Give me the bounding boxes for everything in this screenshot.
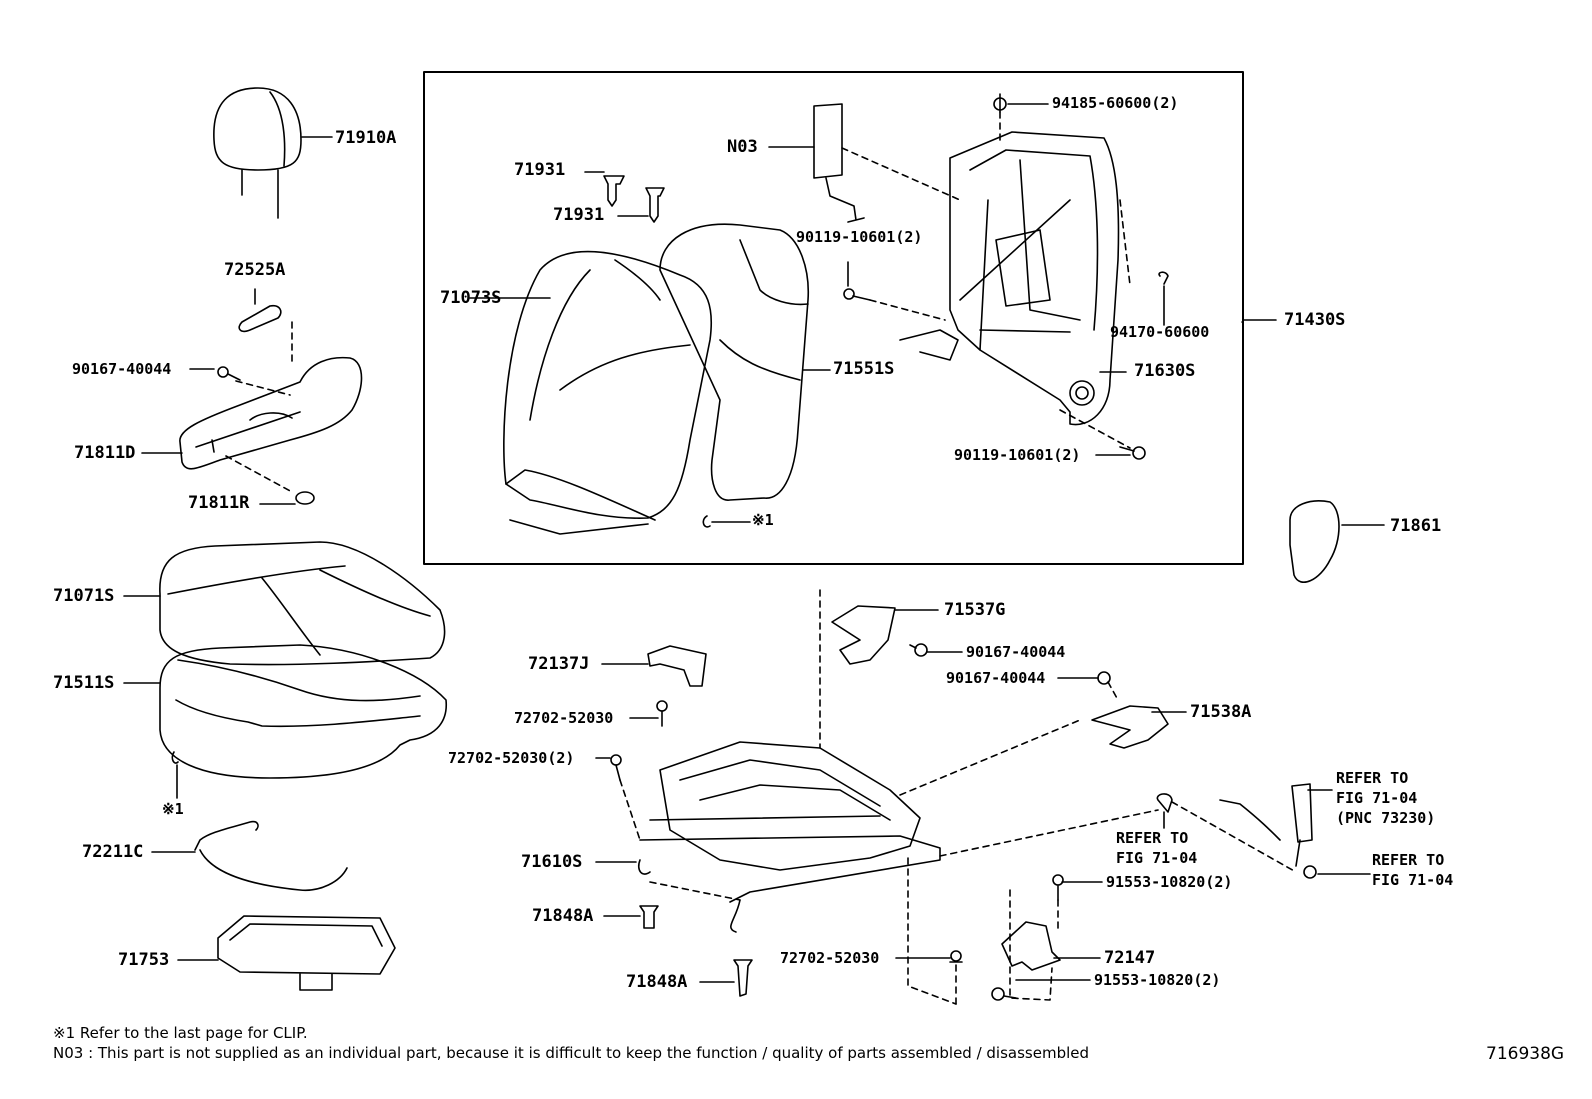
refer-to-block-a: REFER TO FIG 71-04 (PNC 73230) xyxy=(1336,768,1435,828)
seatback-pad-shape xyxy=(659,223,810,501)
label-91553-10820-a: 91553-10820(2) xyxy=(1106,873,1233,891)
label-71073S: 71073S xyxy=(440,288,502,308)
refer-to-c-line2: FIG 71-04 xyxy=(1372,871,1454,889)
clip-mark-a: ※1 xyxy=(162,800,184,818)
refer-to-b-line1: REFER TO xyxy=(1116,829,1189,847)
refer-to-a-line1: REFER TO xyxy=(1336,769,1409,787)
headrest-shape xyxy=(213,87,302,219)
seatbelt-buckle-shape xyxy=(1219,783,1313,867)
wire-72211C-shape xyxy=(194,820,348,892)
label-94170-60600: 94170-60600 xyxy=(1110,323,1210,341)
label-N03: N03 xyxy=(727,137,758,157)
label-71538A: 71538A xyxy=(1190,702,1252,722)
refer-to-block-b: REFER TO FIG 71-04 xyxy=(1116,828,1197,868)
label-90167-40044-c: 90167-40044 xyxy=(946,669,1046,687)
label-72702-52030-c: 72702-52030 xyxy=(780,949,880,967)
label-71931-b: 71931 xyxy=(553,205,605,225)
label-90119-10601-a: 90119-10601(2) xyxy=(796,228,923,246)
refer-to-b-line2: FIG 71-04 xyxy=(1116,849,1198,867)
bracket-71537G-shape xyxy=(831,605,896,665)
tray-71753-shape xyxy=(217,915,396,991)
label-71931-a: 71931 xyxy=(514,160,566,180)
label-71610S: 71610S xyxy=(521,852,583,872)
label-91553-10820-b: 91553-10820(2) xyxy=(1094,971,1221,989)
label-71910A: 71910A xyxy=(335,128,397,148)
label-71811R: 71811R xyxy=(188,493,250,513)
label-90167-40044-a: 90167-40044 xyxy=(72,360,172,378)
refer-to-block-c: REFER TO FIG 71-04 xyxy=(1372,850,1453,890)
label-72211C: 72211C xyxy=(82,842,144,862)
clip-mark-b: ※1 xyxy=(752,511,774,529)
n03-footnote: N03 : This part is not supplied as an in… xyxy=(53,1044,1090,1062)
seat-cushion-pad-shape xyxy=(159,644,448,779)
side-cover-shape xyxy=(179,356,363,470)
label-71430S: 71430S xyxy=(1284,310,1346,330)
seatback-group-frame xyxy=(423,71,1244,565)
label-71071S: 71071S xyxy=(53,586,115,606)
refer-to-a-line2: FIG 71-04 xyxy=(1336,789,1418,807)
screw-71931-b-shape xyxy=(645,187,665,223)
seatback-cover-shape xyxy=(503,250,713,535)
seat-cushion-cover-shape xyxy=(159,541,446,666)
label-72702-52030-b: 72702-52030(2) xyxy=(448,749,575,767)
trim-72525A-shape xyxy=(238,304,282,333)
label-72525A: 72525A xyxy=(224,260,286,280)
cover-72137J-shape xyxy=(647,645,707,687)
label-72702-52030-a: 72702-52030 xyxy=(514,709,614,727)
label-71848A-b: 71848A xyxy=(626,972,688,992)
label-71753: 71753 xyxy=(118,950,170,970)
label-90119-10601-b: 90119-10601(2) xyxy=(954,446,1081,464)
screw-71931-a-shape xyxy=(603,175,625,207)
refer-to-c-line1: REFER TO xyxy=(1372,851,1445,869)
label-71630S: 71630S xyxy=(1134,361,1196,381)
label-94185-60600: 94185-60600(2) xyxy=(1052,94,1179,112)
clip-footnote: ※1 Refer to the last page for CLIP. xyxy=(53,1024,308,1042)
bracket-72147-shape xyxy=(1001,921,1061,971)
figure-number: 716938G xyxy=(1486,1044,1565,1064)
label-71551S: 71551S xyxy=(833,359,895,379)
label-72137J: 72137J xyxy=(528,654,590,674)
shield-71861-shape xyxy=(1289,500,1340,583)
seat-track-shape xyxy=(637,741,941,933)
label-71537G: 71537G xyxy=(944,600,1006,620)
seatback-frame-shape xyxy=(899,131,1120,426)
label-71511S: 71511S xyxy=(53,673,115,693)
label-71848A-a: 71848A xyxy=(532,906,594,926)
label-71861: 71861 xyxy=(1390,516,1442,536)
bracket-71538A-shape xyxy=(1091,705,1169,749)
airbag-n03-shape xyxy=(813,103,865,223)
label-71811D: 71811D xyxy=(74,443,136,463)
label-90167-40044-b: 90167-40044 xyxy=(966,643,1066,661)
refer-to-a-line3: (PNC 73230) xyxy=(1336,809,1436,827)
label-72147: 72147 xyxy=(1104,948,1156,968)
